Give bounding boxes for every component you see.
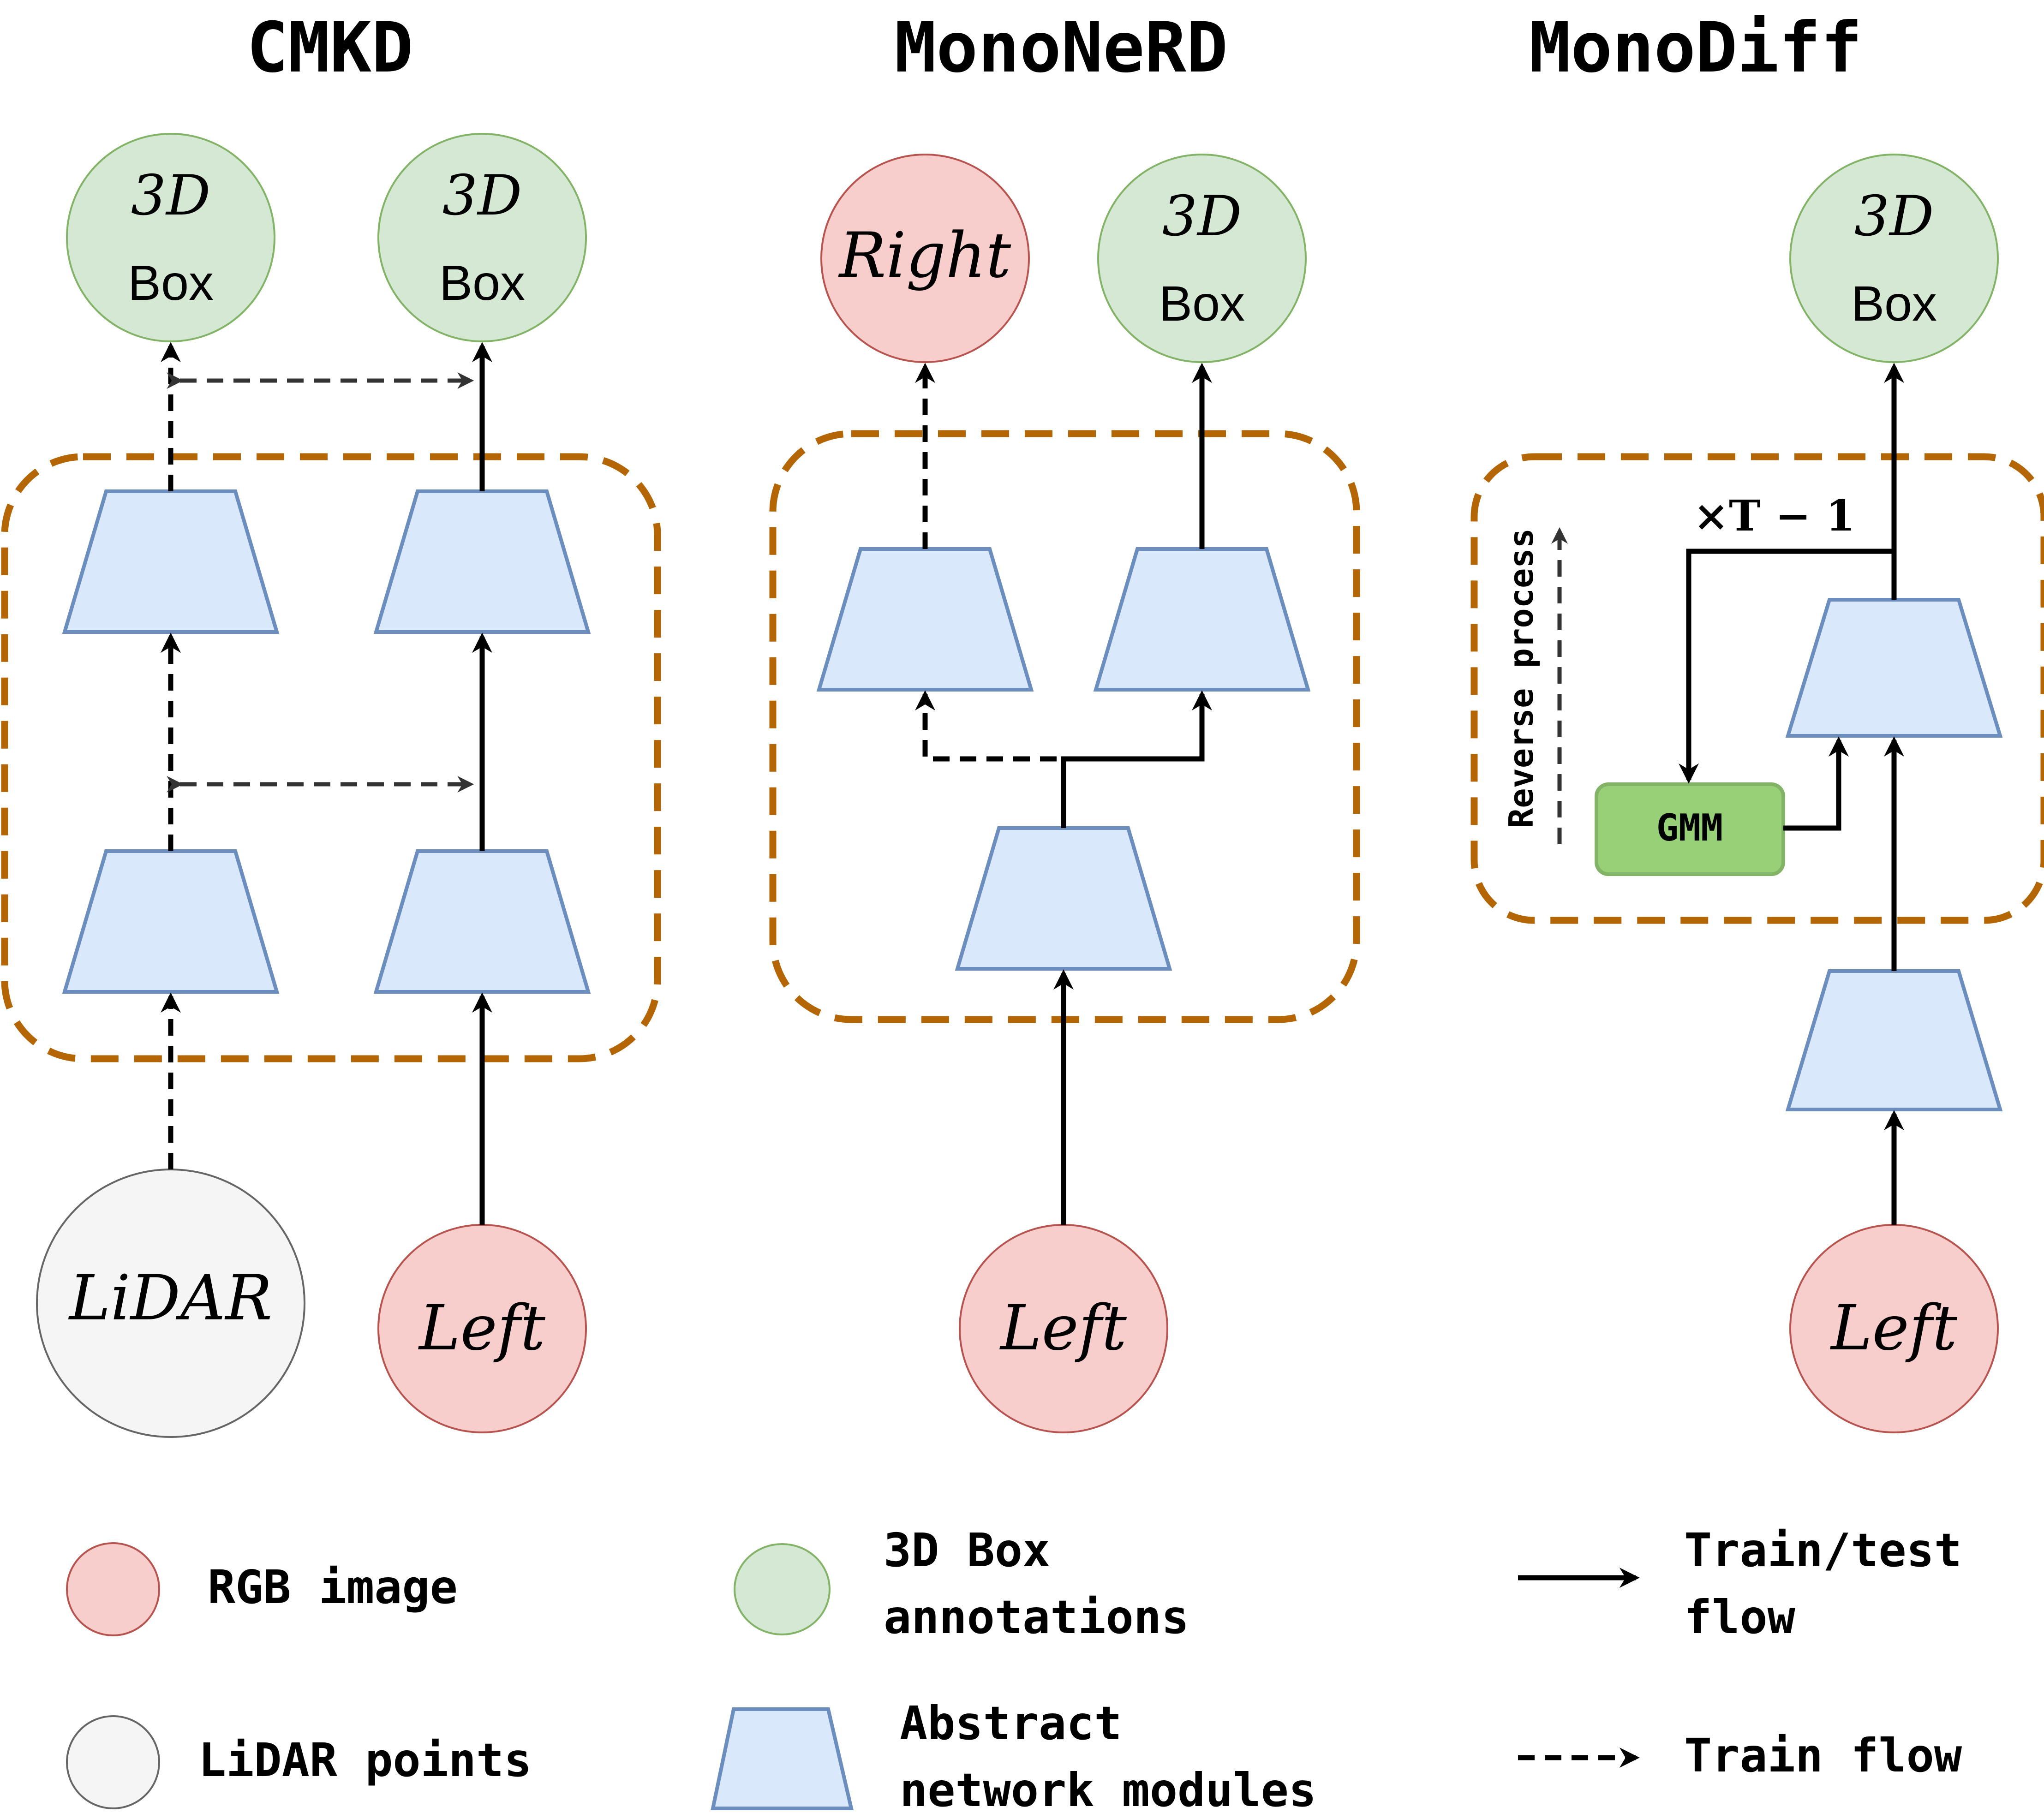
monodiff-gmm-flow xyxy=(1783,736,1849,831)
legend-train-test-line2: flow xyxy=(1684,1590,1796,1644)
legend-rgb-swatch xyxy=(66,1542,160,1636)
left-label: Left xyxy=(999,1292,1127,1364)
gmm-block: GMM xyxy=(1595,782,1785,876)
monodiff-3d-box: 3D Box xyxy=(1789,154,1999,363)
legend-lidar-label: LiDAR points xyxy=(198,1733,532,1787)
box-3d-label: 3D xyxy=(131,164,211,228)
legend-train-flow-label: Train flow xyxy=(1684,1729,1962,1783)
monodiff-region xyxy=(1470,453,2044,924)
legend-box-label-line2: annotations xyxy=(884,1590,1189,1644)
left-label: Left xyxy=(1829,1292,1958,1364)
gmm-label: GMM xyxy=(1656,806,1723,849)
mononerd-module-shared xyxy=(955,826,1172,971)
box-word-label: Box xyxy=(128,255,214,310)
monodiff-module-diffusion xyxy=(1785,598,2003,738)
legend-box-swatch xyxy=(734,1543,831,1635)
title-cmkd: CMKD xyxy=(246,8,413,88)
mononerd-module-box xyxy=(1093,547,1311,692)
legend-module-swatch xyxy=(711,1707,854,1810)
times-t-minus-1-label: ×T − 1 xyxy=(1693,491,1855,541)
monodiff-left-node: Left xyxy=(1789,1224,1999,1433)
monodiff-loop-flow xyxy=(1679,549,1894,784)
legend-lidar-swatch xyxy=(66,1715,160,1809)
box-3d-label: 3D xyxy=(1162,185,1242,249)
mononerd-right-node: Right xyxy=(820,154,1030,363)
title-monodiff: MonoDiff xyxy=(1529,8,1862,88)
cmkd-module-teacher-top xyxy=(62,489,280,634)
cmkd-left-node: Left xyxy=(377,1224,587,1433)
cmkd-lidar-node: LiDAR xyxy=(36,1169,305,1438)
title-mononerd: MonoNeRD xyxy=(895,8,1228,88)
lidar-label: LiDAR xyxy=(68,1262,272,1334)
legend-module-label-line2: network modules xyxy=(900,1763,1316,1813)
mononerd-left-node: Left xyxy=(959,1224,1168,1433)
legend-train-test-line1: Train/test xyxy=(1684,1523,1962,1577)
mononerd-module-right xyxy=(816,547,1034,692)
cmkd-module-teacher-bottom xyxy=(62,849,280,994)
mononerd-3d-box: 3D Box xyxy=(1097,154,1307,363)
box-word-label: Box xyxy=(439,255,525,310)
right-label: Right xyxy=(838,219,1011,292)
legend-module-label-line1: Abstract xyxy=(900,1696,1122,1750)
mononerd-train-flow-to-right xyxy=(915,690,1057,762)
cmkd-module-student-top xyxy=(373,489,591,634)
monodiff-module-backbone xyxy=(1785,969,2003,1111)
cmkd-module-student-bottom xyxy=(373,849,591,994)
box-word-label: Box xyxy=(1851,275,1937,331)
cmkd-3d-box-right: 3D Box xyxy=(377,133,587,342)
box-3d-label: 3D xyxy=(442,164,522,228)
legend-box-label-line1: 3D Box xyxy=(884,1523,1050,1577)
reverse-process-label: Reverse process xyxy=(1502,528,1541,828)
left-label: Left xyxy=(418,1292,546,1364)
legend-rgb-label: RGB image xyxy=(208,1560,458,1614)
cmkd-3d-box-left: 3D Box xyxy=(66,133,275,342)
cmkd-region xyxy=(1,453,661,1062)
box-3d-label: 3D xyxy=(1854,185,1934,249)
mononerd-flow-to-box xyxy=(1061,690,1212,828)
box-word-label: Box xyxy=(1159,275,1245,331)
